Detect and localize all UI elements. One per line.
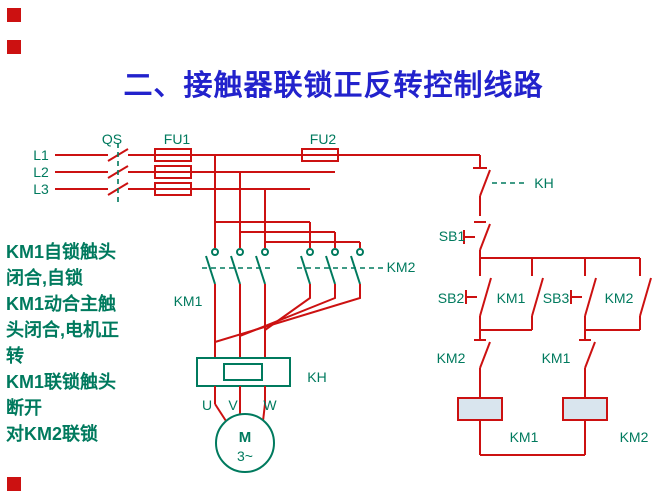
motor xyxy=(215,413,275,473)
label-qs: QS xyxy=(102,131,122,147)
label-terminal-v: V xyxy=(228,397,238,413)
label-l1: L1 xyxy=(33,147,49,163)
fu2-fuse xyxy=(301,148,339,162)
power-lines xyxy=(55,154,480,190)
annotation-line: 对KM2联锁 xyxy=(6,424,99,444)
label-sb2: SB2 xyxy=(438,290,465,306)
label-km2-aux: KM2 xyxy=(605,290,634,306)
phase-drop-wires xyxy=(214,155,361,248)
annotation-line: 断开 xyxy=(6,398,42,418)
label-fu1: FU1 xyxy=(164,131,191,147)
label-terminal-u: U xyxy=(202,397,212,413)
control-wires xyxy=(463,155,652,456)
label-km1-aux: KM1 xyxy=(497,290,526,306)
label-km2-coil: KM2 xyxy=(620,429,649,445)
motor-terminal-wires xyxy=(214,386,266,422)
annotation-line: 转 xyxy=(6,346,24,366)
motor-feed-wires xyxy=(214,284,361,358)
label-fu2: FU2 xyxy=(310,131,337,147)
label-motor-m: M xyxy=(239,429,252,446)
km1-coil xyxy=(457,397,503,421)
annotation-line: KM1联锁触头 xyxy=(6,372,117,392)
label-sb1: SB1 xyxy=(439,228,466,244)
label-l3: L3 xyxy=(33,181,49,197)
annotation-block: KM1自锁触头 闭合,自锁 KM1动合主触 头闭合,电机正 转 KM1联锁触头 … xyxy=(6,239,178,447)
page-title: 二、接触器联锁正反转控制线路 xyxy=(123,70,544,102)
fu1-fuses xyxy=(154,148,192,196)
label-l2: L2 xyxy=(33,164,49,180)
label-sb3: SB3 xyxy=(543,290,570,306)
km1-main-contacts xyxy=(202,248,270,285)
label-kh-heater: KH xyxy=(307,369,326,385)
kh-heater-box xyxy=(196,357,291,387)
annotation-line: 闭合,自锁 xyxy=(6,268,84,288)
annotation-line: KM1动合主触 xyxy=(6,294,117,314)
label-kh-contact: KH xyxy=(534,175,553,191)
label-km1-main: KM1 xyxy=(174,293,203,309)
annotation-line: 头闭合,电机正 xyxy=(6,320,120,340)
label-km1-coil: KM1 xyxy=(510,429,539,445)
label-km2-main: KM2 xyxy=(387,259,416,275)
km2-coil xyxy=(562,397,608,421)
label-terminal-w: W xyxy=(263,397,277,413)
qs-switch xyxy=(107,143,129,206)
annotation-line: KM1自锁触头 xyxy=(6,242,117,262)
label-motor-phase: 3~ xyxy=(237,448,253,464)
red-square-marker xyxy=(7,40,21,54)
label-km2-interlock: KM2 xyxy=(437,350,466,366)
red-square-marker xyxy=(7,8,21,22)
label-km1-interlock: KM1 xyxy=(542,350,571,366)
km2-main-contacts xyxy=(297,248,384,285)
red-square-marker xyxy=(7,477,21,491)
